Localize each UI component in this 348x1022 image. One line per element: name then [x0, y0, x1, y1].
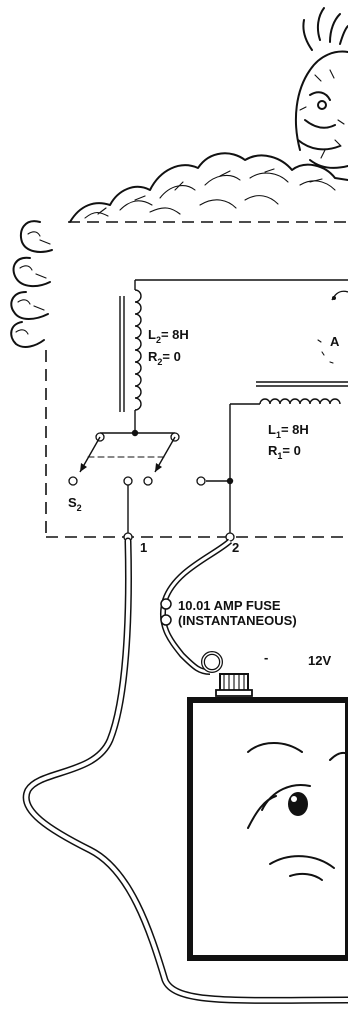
inductor-l2: L2= 8H R2= 0: [119, 279, 348, 433]
switch-s2: S2: [68, 429, 180, 513]
battery-minus-label: -: [264, 650, 268, 665]
terminal-1-label: 1: [140, 540, 147, 555]
meter-partial: A: [317, 290, 348, 364]
s2-label: S2: [68, 495, 82, 513]
l1-label: L1= 8H: [268, 422, 309, 440]
inductor-l1: L1= 8H R1= 0: [196, 381, 348, 537]
l2-label: L2= 8H: [148, 327, 189, 345]
r1-label: R1= 0: [268, 443, 301, 461]
r2-label: R2= 0: [148, 349, 181, 367]
terminal-2-label: 2: [232, 540, 239, 555]
meter-label: A: [330, 334, 340, 349]
cartoon-figure-illustration: [69, 7, 348, 223]
battery-voltage-label: 12V: [308, 653, 331, 668]
dashed-enclosure: [45, 221, 348, 538]
fuse-label-line1: 10.01 AMP FUSE: [178, 598, 281, 613]
cable-1: [22, 537, 348, 1004]
battery-cartoon: - 12V: [187, 650, 348, 961]
cartoon-fingers-illustration: [10, 220, 53, 348]
fuse-label-line2: (INSTANTANEOUS): [178, 613, 297, 628]
fuse-cable: 10.01 AMP FUSE (INSTANTANEOUS): [159, 538, 297, 675]
